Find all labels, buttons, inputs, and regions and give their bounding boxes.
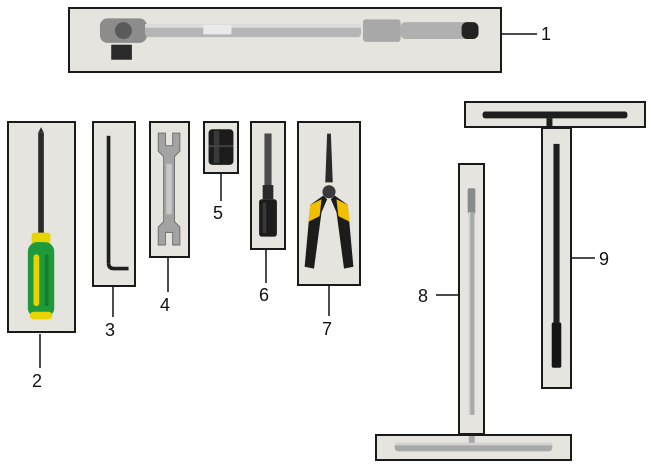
callout-5: 5: [213, 203, 224, 223]
photo-t-handle-wrench-bar: [375, 434, 572, 461]
socket-extension-icon: [259, 133, 277, 237]
torque-wrench-icon: [99, 18, 479, 60]
callout-3: 3: [105, 320, 116, 340]
t-handle-bar-icon: [482, 111, 628, 126]
photo-t-handle-socket-wrench-bar: [464, 101, 646, 128]
screwdriver-icon: [27, 127, 55, 320]
photo-hex-key: [92, 121, 136, 287]
socket-icon: [208, 129, 234, 165]
callout-8: 8: [418, 286, 429, 306]
photo-needle-nose-pliers: [297, 121, 361, 286]
callout-2: 2: [32, 371, 43, 391]
callout-9: 9: [599, 249, 610, 269]
hex-key-icon: [106, 135, 129, 271]
callout-6: 6: [259, 285, 270, 305]
photo-socket: [203, 121, 239, 174]
photo-open-end-wrench: [149, 121, 190, 258]
photo-screwdriver: [7, 121, 76, 333]
open-end-wrench-icon: [157, 132, 181, 246]
t-handle-wrench-bar-icon: [394, 436, 553, 452]
needle-nose-pliers-icon: [304, 133, 354, 269]
photo-t-handle-wrench-shaft: [458, 163, 485, 435]
photo-socket-extension: [250, 121, 286, 250]
photo-torque-wrench: [68, 7, 502, 73]
callout-1: 1: [541, 24, 552, 44]
photo-t-handle-socket-wrench-shaft: [541, 127, 572, 389]
callout-4: 4: [160, 295, 171, 315]
t-handle-socket-wrench-icon: [551, 143, 562, 368]
t-handle-wrench-icon: [467, 188, 476, 415]
callout-7: 7: [322, 319, 333, 339]
